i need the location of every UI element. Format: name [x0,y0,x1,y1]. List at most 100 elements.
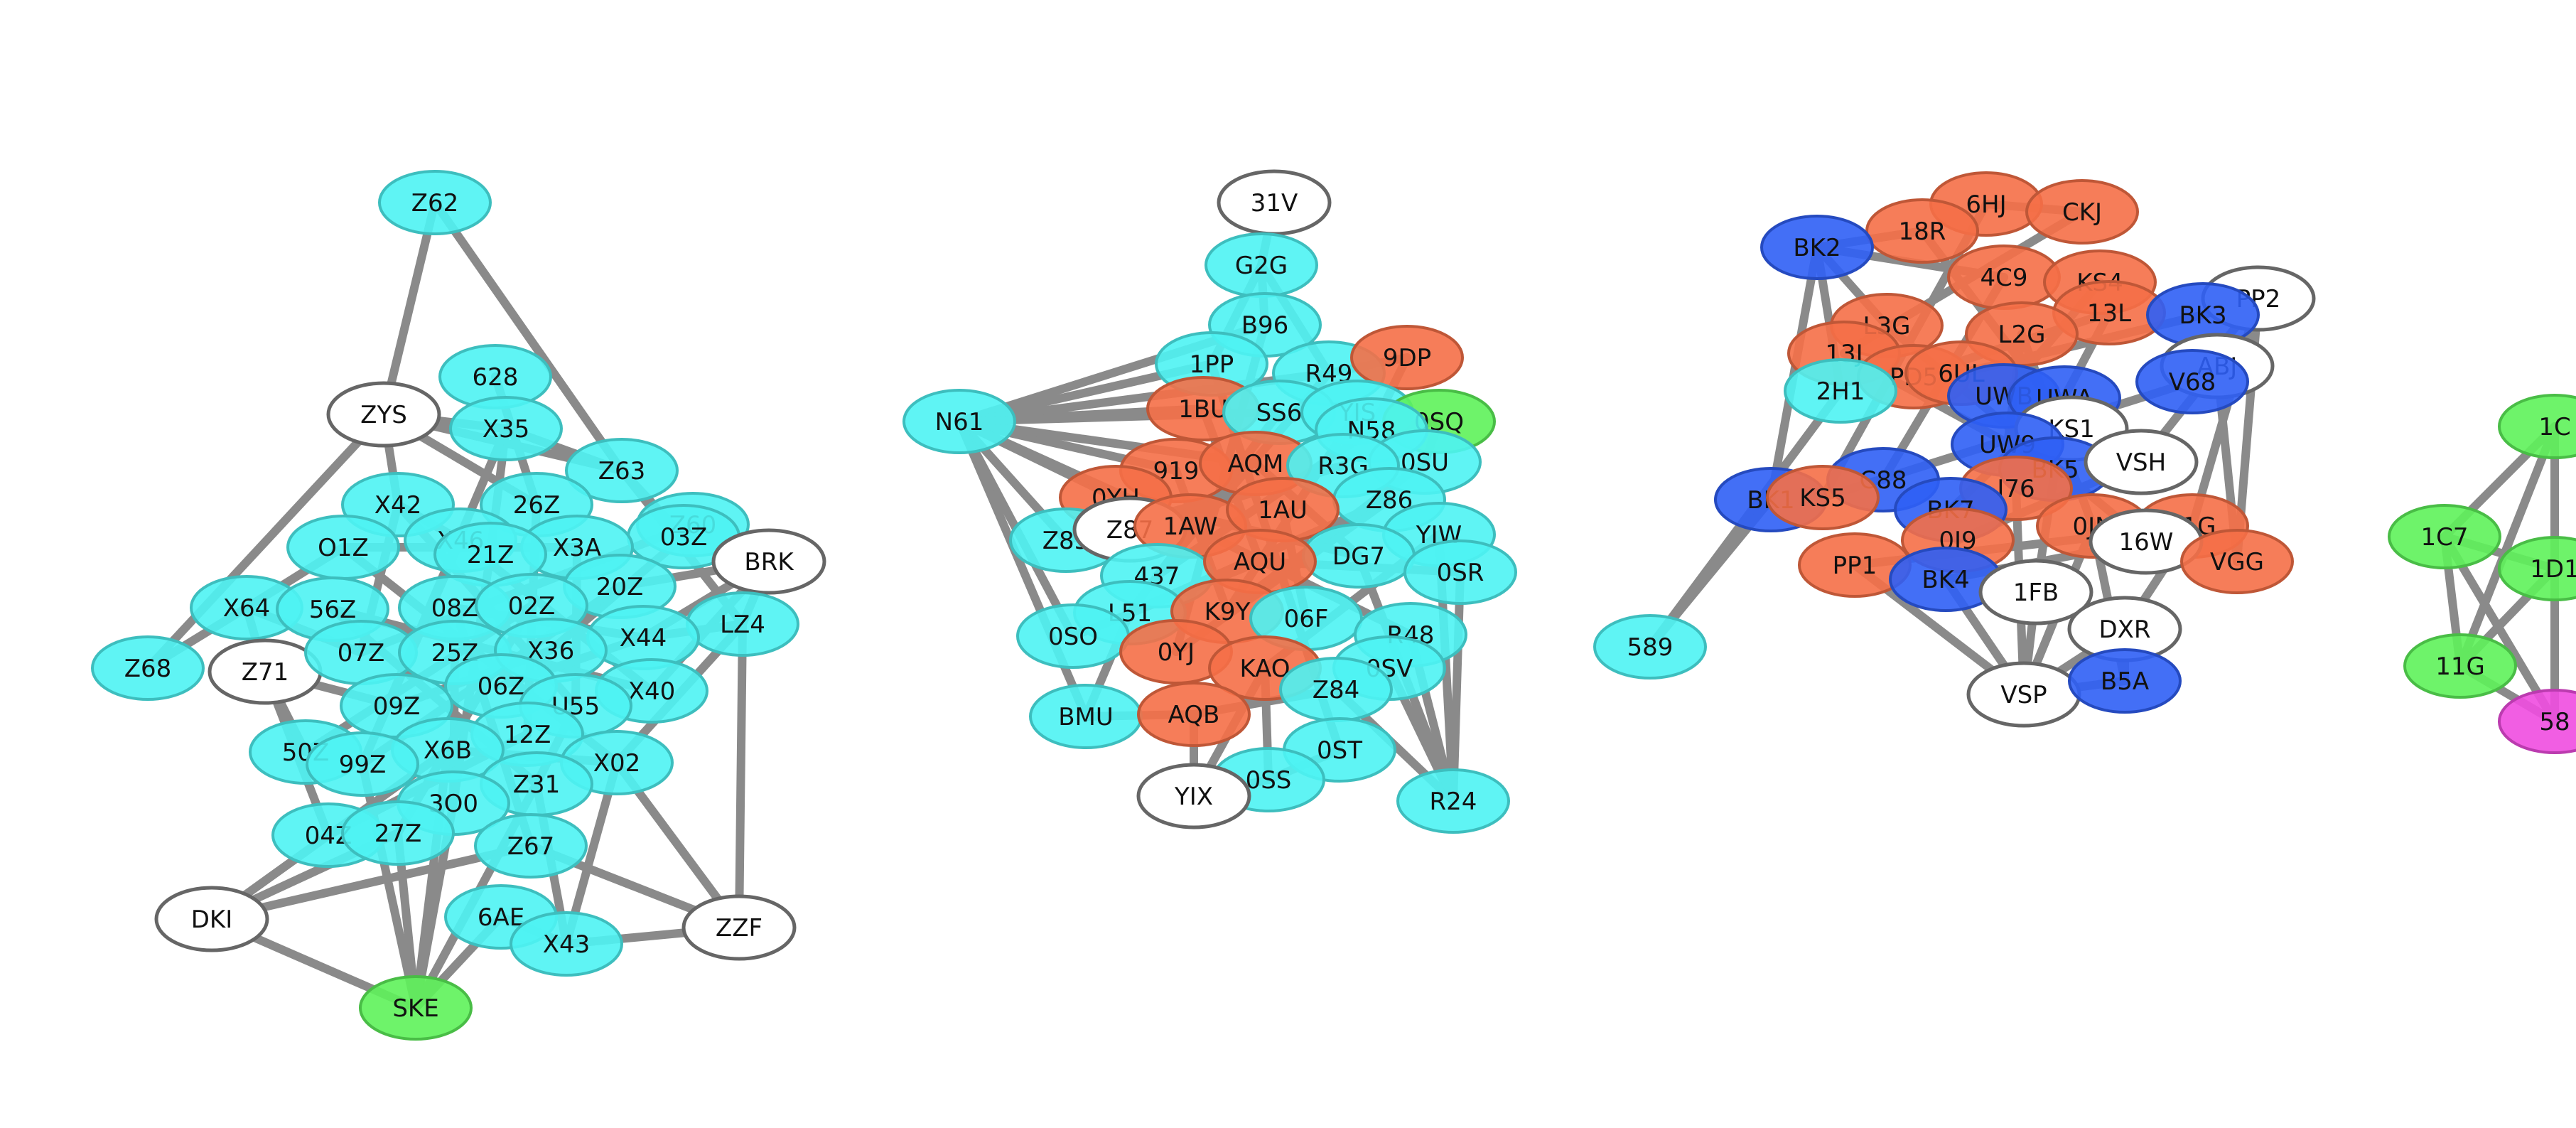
node-label: 6AE [478,903,524,932]
node-ellipse[interactable] [306,731,419,797]
node-label: X43 [543,930,591,959]
node-27Z[interactable]: 27Z [341,800,455,866]
node-628[interactable]: 628 [438,344,552,409]
node-1FB[interactable]: 1FB [1978,559,2093,625]
node-BK3[interactable]: BK3 [2146,282,2260,348]
node-ellipse[interactable] [2498,394,2576,459]
node-ellipse[interactable] [2403,633,2517,699]
node-label: X42 [374,491,422,520]
node-ellipse[interactable] [2388,504,2501,569]
node-ellipse[interactable] [510,911,623,977]
node-AQB[interactable]: AQB [1137,682,1251,747]
node-Z84[interactable]: Z84 [1279,657,1393,722]
node-18R[interactable]: 18R [1865,198,1979,264]
node-11G[interactable]: 11G [2403,633,2517,699]
node-58[interactable]: 58 [2498,689,2576,754]
node-O1Z[interactable]: O1Z [286,515,400,580]
node-Z68[interactable]: Z68 [91,635,205,701]
node-ellipse[interactable] [711,528,826,595]
node-Z71[interactable]: Z71 [208,638,323,705]
node-label: 06F [1284,605,1329,633]
node-0SR[interactable]: 0SR [1403,539,1517,605]
node-V68[interactable]: V68 [2135,349,2249,414]
node-label: X64 [223,594,271,623]
node-ellipse[interactable] [1865,198,1979,264]
node-ZZF[interactable]: ZZF [681,894,797,961]
node-PP1[interactable]: PP1 [1798,532,1912,598]
node-ellipse[interactable] [1136,763,1251,829]
node-ellipse[interactable] [378,170,492,235]
node-ellipse[interactable] [91,635,205,701]
node-ellipse[interactable] [1784,358,1897,424]
node-ellipse[interactable] [2135,349,2249,414]
node-CKJ[interactable]: CKJ [2025,179,2139,245]
node-LZ4[interactable]: LZ4 [686,591,799,657]
node-ellipse[interactable] [1766,465,1880,530]
node-ellipse[interactable] [326,381,441,448]
node-ellipse[interactable] [565,438,679,503]
node-03Z[interactable]: 03Z [627,504,740,569]
node-Z67[interactable]: Z67 [474,813,588,879]
node-ellipse[interactable] [1760,215,1874,280]
node-Z63[interactable]: Z63 [565,438,679,503]
node-ZYS[interactable]: ZYS [326,381,441,448]
node-VGG[interactable]: VGG [2180,529,2294,594]
node-ellipse[interactable] [474,813,588,879]
node-R24[interactable]: R24 [1396,768,1510,834]
node-0SO[interactable]: 0SO [1016,603,1130,669]
node-ellipse[interactable] [2025,179,2139,245]
node-ellipse[interactable] [1593,614,1707,680]
node-VSH[interactable]: VSH [2084,429,2199,495]
node-DKI[interactable]: DKI [154,886,269,952]
node-ellipse[interactable] [902,389,1016,454]
node-ellipse[interactable] [681,894,797,961]
node-ellipse[interactable] [359,975,473,1041]
node-9DP[interactable]: 9DP [1350,325,1464,390]
node-DXR[interactable]: DXR [2067,596,2182,662]
node-BK4[interactable]: BK4 [1889,547,2003,612]
node-ellipse[interactable] [2180,529,2294,594]
node-YIX[interactable]: YIX [1136,763,1251,829]
node-16W[interactable]: 16W [2089,508,2204,575]
node-1D1[interactable]: 1D1 [2498,536,2576,601]
node-06F[interactable]: 06F [1249,586,1363,651]
node-BK2[interactable]: BK2 [1760,215,1874,280]
node-ellipse[interactable] [2498,536,2576,601]
node-G2G[interactable]: G2G [1205,232,1318,298]
node-ellipse[interactable] [449,396,563,461]
node-X43[interactable]: X43 [510,911,623,977]
node-SKE[interactable]: SKE [359,975,473,1041]
node-DG7[interactable]: DG7 [1302,523,1416,589]
edge-Z62-Z63 [431,198,626,475]
node-ellipse[interactable] [2498,689,2576,754]
node-X64[interactable]: X64 [190,575,303,640]
node-99Z[interactable]: 99Z [306,731,419,797]
node-B5A[interactable]: B5A [2068,648,2182,714]
node-KS5[interactable]: KS5 [1766,465,1880,530]
node-ellipse[interactable] [1403,539,1517,605]
node-31V[interactable]: 31V [1217,169,1332,236]
node-1AU[interactable]: 1AU [1226,477,1340,542]
node-ellipse[interactable] [2068,648,2182,714]
node-ellipse[interactable] [1137,682,1251,747]
node-BRK[interactable]: BRK [711,528,826,595]
node-VSP[interactable]: VSP [1966,661,2081,728]
node-4C9[interactable]: 4C9 [1947,245,2061,310]
node-ellipse[interactable] [1350,325,1464,390]
node-label: X44 [620,624,667,652]
node-ellipse[interactable] [1396,768,1510,834]
node-1C[interactable]: 1C [2498,394,2576,459]
node-ellipse[interactable] [2084,429,2199,495]
node-X35[interactable]: X35 [449,396,563,461]
node-N61[interactable]: N61 [902,389,1016,454]
node-BMU[interactable]: BMU [1029,684,1143,749]
node-label: Z63 [598,457,646,485]
node-Z62[interactable]: Z62 [378,170,492,235]
node-ellipse[interactable] [1978,559,2093,625]
node-589[interactable]: 589 [1593,614,1707,680]
node-label: 0SS [1246,766,1292,795]
node-ellipse[interactable] [341,800,455,866]
node-2H1[interactable]: 2H1 [1784,358,1897,424]
node-ellipse[interactable] [154,886,269,952]
node-1C7[interactable]: 1C7 [2388,504,2501,569]
